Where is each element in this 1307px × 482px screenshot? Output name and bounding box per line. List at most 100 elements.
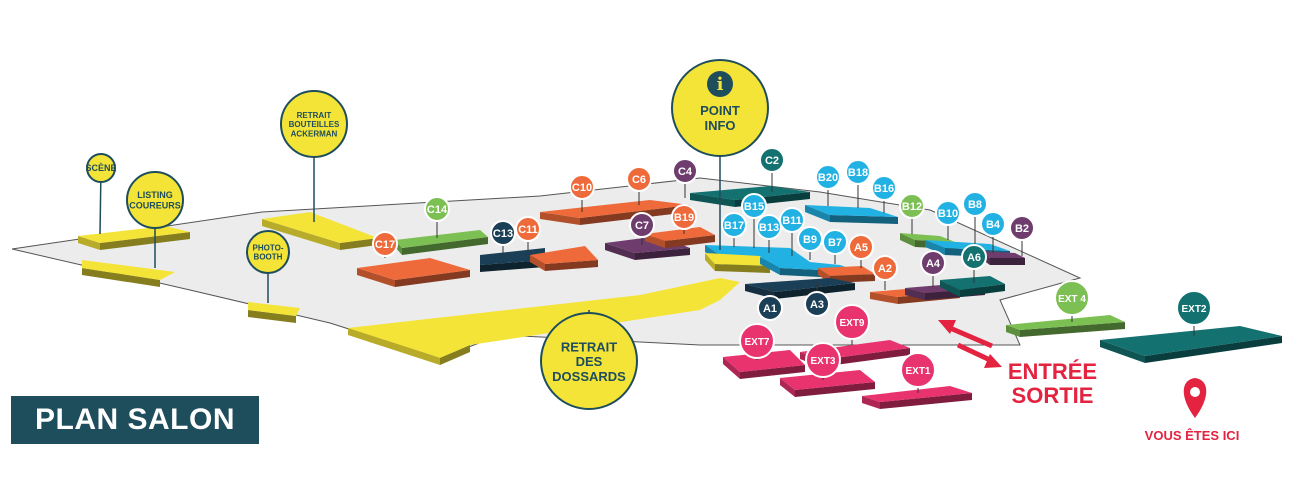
stand-label: C6 [632,174,646,186]
zone-label-line: DES [576,354,603,369]
stand-pin-a2[interactable]: A2 [872,255,898,281]
zone-label-line: ACKERMAN [291,129,338,138]
stand-block [940,276,1005,297]
stand-label: B16 [874,183,894,195]
stand-label: B11 [782,215,802,227]
stand-pin-c6[interactable]: C6 [626,166,652,192]
stand-pin-b19[interactable]: B19 [671,204,697,230]
stand-pin-c2[interactable]: C2 [759,147,785,173]
zone-scene[interactable]: SCÈNE [85,153,117,183]
stand-block [348,278,740,365]
stand-block [818,266,875,283]
stand-pin-ext4[interactable]: EXT 4 [1054,280,1090,316]
stand-pin-a6[interactable]: A6 [961,244,987,270]
stand-pin-a3[interactable]: A3 [804,291,830,317]
zone-photobooth[interactable]: PHOTO-BOOTH [246,230,290,274]
stand-pin-c14[interactable]: C14 [424,196,450,222]
stand-label: C4 [678,166,693,178]
stand-label: B19 [674,212,694,224]
stand-block [480,248,545,272]
entry-label: ENTRÉE [1007,359,1098,384]
zone-label-line: RETRAIT [297,111,332,120]
stand-block [645,227,715,248]
stand-block [1100,326,1282,363]
zone-label-line: INFO [704,118,735,133]
stand-pin-b18[interactable]: B18 [845,159,871,185]
stand-label: B13 [759,222,779,234]
stand-label: B9 [803,234,817,246]
exit-label: SORTIE [1011,383,1094,408]
stand-label: EXT 4 [1058,294,1086,305]
svg-text:i: i [717,74,724,95]
stand-block [780,370,875,397]
stand-block [530,246,598,271]
stand-pin-a1[interactable]: A1 [757,295,783,321]
stand-label: C7 [635,220,649,232]
stand-pin-b4[interactable]: B4 [980,211,1006,237]
stand-pin-b8[interactable]: B8 [962,191,988,217]
stand-pin-c7[interactable]: C7 [629,212,655,238]
stand-pin-b7[interactable]: B7 [822,229,848,255]
map-title: PLAN SALON [11,396,259,444]
stand-block [705,253,770,273]
stand-label: B12 [902,201,922,213]
stand-pin-ext2[interactable]: EXT2 [1176,290,1212,326]
stand-pin-a5[interactable]: A5 [848,234,874,260]
info-icon: i [707,71,733,97]
stand-pin-b2[interactable]: B2 [1009,215,1035,241]
stand-label: C17 [375,239,395,251]
stand-label: EXT2 [1181,304,1206,315]
stand-label: C11 [518,224,538,236]
stand-block [262,212,378,250]
you-are-here-label: VOUS ÊTES ICI [1144,428,1240,443]
stand-pin-b12[interactable]: B12 [899,193,925,219]
stand-label: EXT1 [905,366,930,377]
stand-label: C14 [427,204,448,216]
stand-pin-b13[interactable]: B13 [756,214,782,240]
zone-label-line: POINT [700,103,740,118]
zone-label-line: COUREURS [129,201,181,211]
stand-label: C2 [765,155,779,167]
stand-label: C13 [493,228,513,240]
zone-label-line: PHOTO- [253,243,284,252]
stand-block [723,350,805,379]
stand-pin-b9[interactable]: B9 [797,226,823,252]
stand-pin-b16[interactable]: B16 [871,175,897,201]
stand-pin-ext9[interactable]: EXT9 [834,304,870,340]
stand-pin-c11[interactable]: C11 [515,216,541,242]
stand-pin-b11[interactable]: B11 [779,207,805,233]
stand-pin-ext3[interactable]: EXT3 [805,342,841,378]
stand-pin-b15[interactable]: B15 [741,193,767,219]
stand-label: B8 [968,199,982,211]
stand-pin-a4[interactable]: A4 [920,250,946,276]
stand-label: A3 [810,299,824,311]
stand-pin-ext7[interactable]: EXT7 [739,323,775,359]
zone-label-line: SCÈNE [85,163,116,173]
stand-label: B18 [848,167,868,179]
zone-label-line: BOOTH [254,253,283,262]
stand-label: A1 [763,303,777,315]
stand-pin-c4[interactable]: C4 [672,158,698,184]
stand-pin-c13[interactable]: C13 [490,220,516,246]
stand-pin-b17[interactable]: B17 [721,212,747,238]
stand-label: B4 [986,219,1001,231]
stand-pin-c17[interactable]: C17 [372,231,398,257]
location-pin-icon [1183,378,1207,418]
stand-label: A6 [967,252,981,264]
stand-pin-c10[interactable]: C10 [569,174,595,200]
stand-block [805,205,898,224]
stand-pin-b10[interactable]: B10 [935,200,961,226]
zone-label-line: DOSSARDS [552,369,626,384]
stand-label: A5 [854,242,868,254]
stand-pin-ext1[interactable]: EXT1 [900,352,936,388]
stand-label: B7 [828,237,842,249]
stand-label: EXT3 [810,356,835,367]
stand-label: C10 [572,182,592,194]
stand-pin-b20[interactable]: B20 [815,164,841,190]
stand-label: A4 [926,258,941,270]
